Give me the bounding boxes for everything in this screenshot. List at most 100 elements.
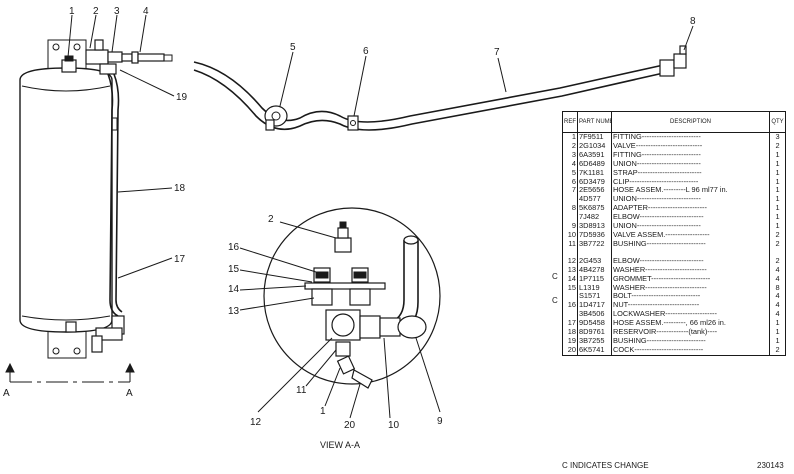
- callout-1: 1: [69, 6, 75, 17]
- view-leaders: [239, 221, 441, 419]
- cell-part-number: 1D4717: [577, 301, 612, 311]
- cell-ref-no: 6: [562, 177, 578, 187]
- cell-qty: 1: [769, 328, 786, 337]
- view-callout-13: 13: [228, 306, 240, 317]
- cell-part-number: 6A3591: [577, 150, 612, 160]
- callout-18: 18: [174, 183, 186, 194]
- cell-part-number: 4B4278: [577, 265, 612, 275]
- cell-description: VALVE---------------------------: [611, 141, 770, 151]
- cell-qty: 1: [769, 195, 786, 205]
- cell-part-number: S1571: [577, 292, 612, 302]
- cell-ref-no: [562, 248, 578, 257]
- cell-description: LOCKWASHER---------------------: [611, 310, 770, 320]
- cell-ref-no: 14: [562, 274, 578, 284]
- cell-part-number: 8D9761: [577, 328, 612, 337]
- cell-description: FITTING------------------------: [611, 150, 770, 160]
- cell-description: FITTING------------------------: [611, 132, 770, 142]
- cell-qty: 1: [769, 177, 786, 187]
- cell-description: UNION--------------------------: [611, 159, 770, 169]
- parts-table-header: REF NO. PART NUMBER DESCRIPTION QTY: [562, 111, 786, 133]
- cell-part-number: 7K1181: [577, 168, 612, 178]
- cell-part-number: 7D5936: [577, 230, 612, 240]
- view-callout-1: 1: [320, 406, 326, 417]
- cell-ref-no: [562, 292, 578, 302]
- cell-qty: 3: [769, 132, 786, 142]
- cell-part-number: 5K6875: [577, 204, 612, 214]
- hose-assembly: [193, 45, 687, 131]
- cell-qty: 1: [769, 204, 786, 214]
- view-callout-14: 14: [228, 284, 240, 295]
- callout-4: 4: [143, 6, 149, 17]
- cell-qty: 2: [769, 230, 786, 240]
- header-part-number: PART NUMBER: [577, 111, 612, 133]
- cell-description: CLIP----------------------------: [611, 177, 770, 187]
- cell-qty: 8: [769, 283, 786, 293]
- cell-ref-no: 19: [562, 336, 578, 346]
- view-callout-12: 12: [250, 417, 262, 428]
- cell-ref-no: 18: [562, 328, 578, 337]
- cell-qty: 4: [769, 301, 786, 311]
- change-footnote: C INDICATES CHANGE: [562, 461, 649, 470]
- cell-qty: 1: [769, 319, 786, 329]
- cell-ref-no: [562, 213, 578, 223]
- cell-description: WASHER-------------------------: [611, 283, 770, 293]
- cell-ref-no: 3: [562, 150, 578, 160]
- reservoir-leaders: [67, 14, 175, 279]
- view-callout-11: 11: [296, 385, 307, 396]
- cell-qty: 4: [769, 274, 786, 284]
- change-mark-ref-12: C: [552, 296, 558, 305]
- cell-description: STRAP--------------------------: [611, 168, 770, 178]
- view-callout-16: 16: [228, 242, 240, 253]
- top-fittings: [61, 39, 173, 75]
- header-qty: QTY: [769, 111, 786, 133]
- cell-description: RESERVOIR-------------(tank)----: [611, 328, 770, 337]
- callout-2: 2: [93, 6, 99, 17]
- cell-part-number: 3D8913: [577, 222, 612, 231]
- cell-description: GROMMET------------------------: [611, 274, 770, 284]
- cell-ref-no: [562, 310, 578, 320]
- cell-qty: 1: [769, 186, 786, 196]
- cell-ref-no: 7: [562, 186, 578, 196]
- cell-part-number: 2E5656: [577, 186, 612, 196]
- view-caption: VIEW A-A: [320, 440, 360, 450]
- callout-6: 6: [363, 46, 369, 57]
- cell-part-number: 7J482: [577, 213, 612, 223]
- cell-ref-no: 16: [562, 301, 578, 311]
- cell-ref-no: 20: [562, 345, 578, 356]
- cell-part-number: L1319: [577, 283, 612, 293]
- cell-qty: 1: [769, 336, 786, 346]
- parts-list-table: REF NO. PART NUMBER DESCRIPTION QTY 17F9…: [562, 111, 786, 356]
- cell-ref-no: 1: [562, 132, 578, 142]
- cell-ref-no: 9: [562, 222, 578, 231]
- callout-7: 7: [494, 47, 500, 58]
- header-description: DESCRIPTION: [611, 111, 770, 133]
- cell-description: [611, 248, 770, 257]
- cell-part-number: 3B7255: [577, 336, 612, 346]
- section-label-left: A: [3, 388, 10, 399]
- cell-ref-no: 17: [562, 319, 578, 329]
- view-callout-9: 9: [437, 416, 443, 427]
- cell-ref-no: 11: [562, 239, 578, 249]
- cell-qty: 2: [769, 345, 786, 356]
- change-mark-ref-11: C: [552, 272, 558, 281]
- cell-part-number: 4D577: [577, 195, 612, 205]
- cell-description: ADAPTER------------------------: [611, 204, 770, 214]
- cell-ref-no: 5: [562, 168, 578, 178]
- callout-19: 19: [176, 92, 188, 103]
- cell-description: VALVE ASSEM.------------------: [611, 230, 770, 240]
- cell-part-number: 3B4506: [577, 310, 612, 320]
- view-a-a: [263, 207, 441, 389]
